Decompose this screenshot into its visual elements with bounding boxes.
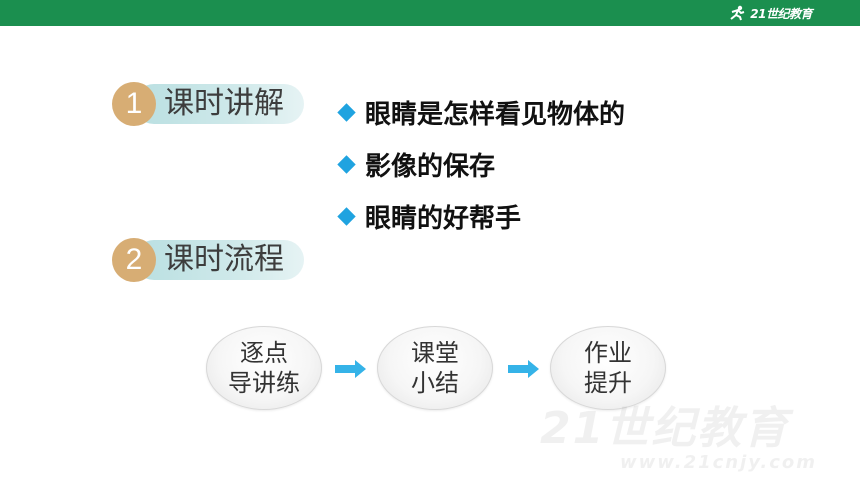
watermark-url: www.21cnjy.com	[620, 452, 817, 473]
brand-name: 21世纪教育	[750, 6, 812, 21]
arrow-right-icon	[335, 360, 366, 378]
lesson-point-text: 眼睛的好帮手	[365, 203, 522, 234]
flow-step-practice: 逐点 导讲练	[206, 326, 322, 410]
arrow-right-icon	[508, 360, 539, 378]
list-item: 眼睛是怎样看见物体的	[336, 86, 625, 138]
list-item: 影像的保存	[336, 138, 625, 190]
section-tag-pill	[134, 84, 304, 124]
flow-step-line: 课堂	[411, 339, 459, 367]
section-title: 课时讲解	[164, 86, 284, 121]
watermark: 21世纪教育 www.21cnjy.com	[540, 392, 817, 473]
diamond-bullet-icon	[337, 102, 356, 122]
runner-icon	[730, 5, 745, 21]
section-title: 课时流程	[164, 242, 284, 277]
section-number: 2	[112, 238, 156, 282]
header-bar: 21世纪教育	[0, 0, 860, 26]
brand-logo: 21世纪教育	[729, 3, 812, 23]
flow-step-line: 逐点	[240, 339, 288, 367]
section-number: 1	[112, 82, 156, 126]
watermark-name: 21世纪教育	[540, 403, 790, 454]
flow-step-homework: 作业 提升	[550, 326, 666, 410]
flow-step-summary: 课堂 小结	[377, 326, 493, 410]
diamond-bullet-icon	[337, 154, 356, 174]
lesson-point-text: 眼睛是怎样看见物体的	[365, 99, 626, 130]
flow-step-line: 提升	[584, 369, 632, 397]
flow-step-line: 作业	[584, 339, 632, 367]
lesson-point-text: 影像的保存	[365, 151, 496, 182]
diamond-bullet-icon	[337, 206, 356, 226]
section-tag-lesson-flow: 2 课时流程	[112, 238, 304, 282]
list-item: 眼睛的好帮手	[336, 190, 625, 242]
flow-step-line: 小结	[411, 369, 459, 397]
section-tag-lesson-explanation: 1 课时讲解	[112, 82, 304, 126]
lesson-points-list: 眼睛是怎样看见物体的 影像的保存 眼睛的好帮手	[336, 86, 625, 242]
section-tag-pill	[134, 240, 304, 280]
flow-step-line: 导讲练	[228, 369, 300, 397]
